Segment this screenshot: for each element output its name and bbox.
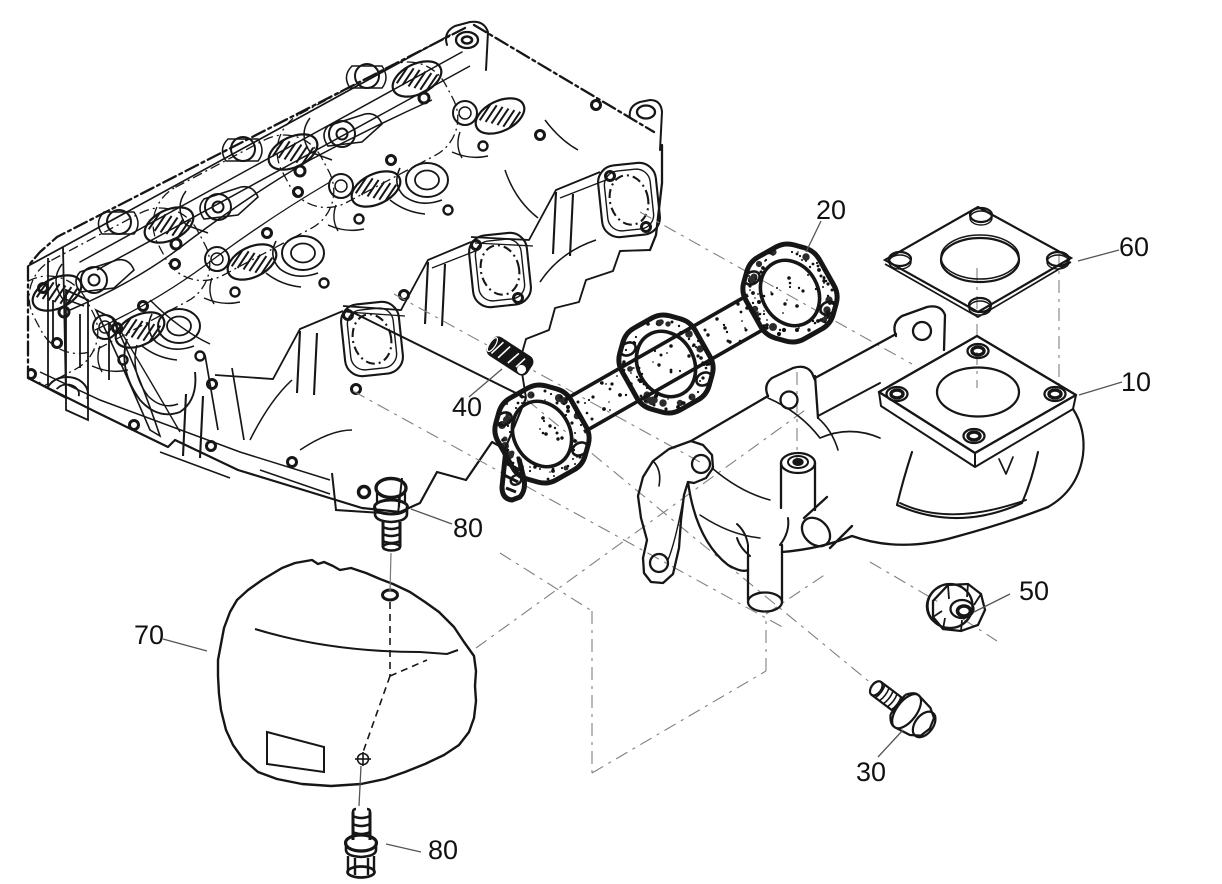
svg-text:30: 30 <box>856 757 886 787</box>
svg-text:20: 20 <box>816 195 846 225</box>
svg-text:40: 40 <box>452 392 482 422</box>
svg-text:80: 80 <box>453 513 483 543</box>
svg-text:60: 60 <box>1119 232 1149 262</box>
svg-text:70: 70 <box>134 620 164 650</box>
svg-text:50: 50 <box>1019 576 1049 606</box>
svg-text:10: 10 <box>1121 367 1151 397</box>
svg-text:80: 80 <box>428 835 458 865</box>
